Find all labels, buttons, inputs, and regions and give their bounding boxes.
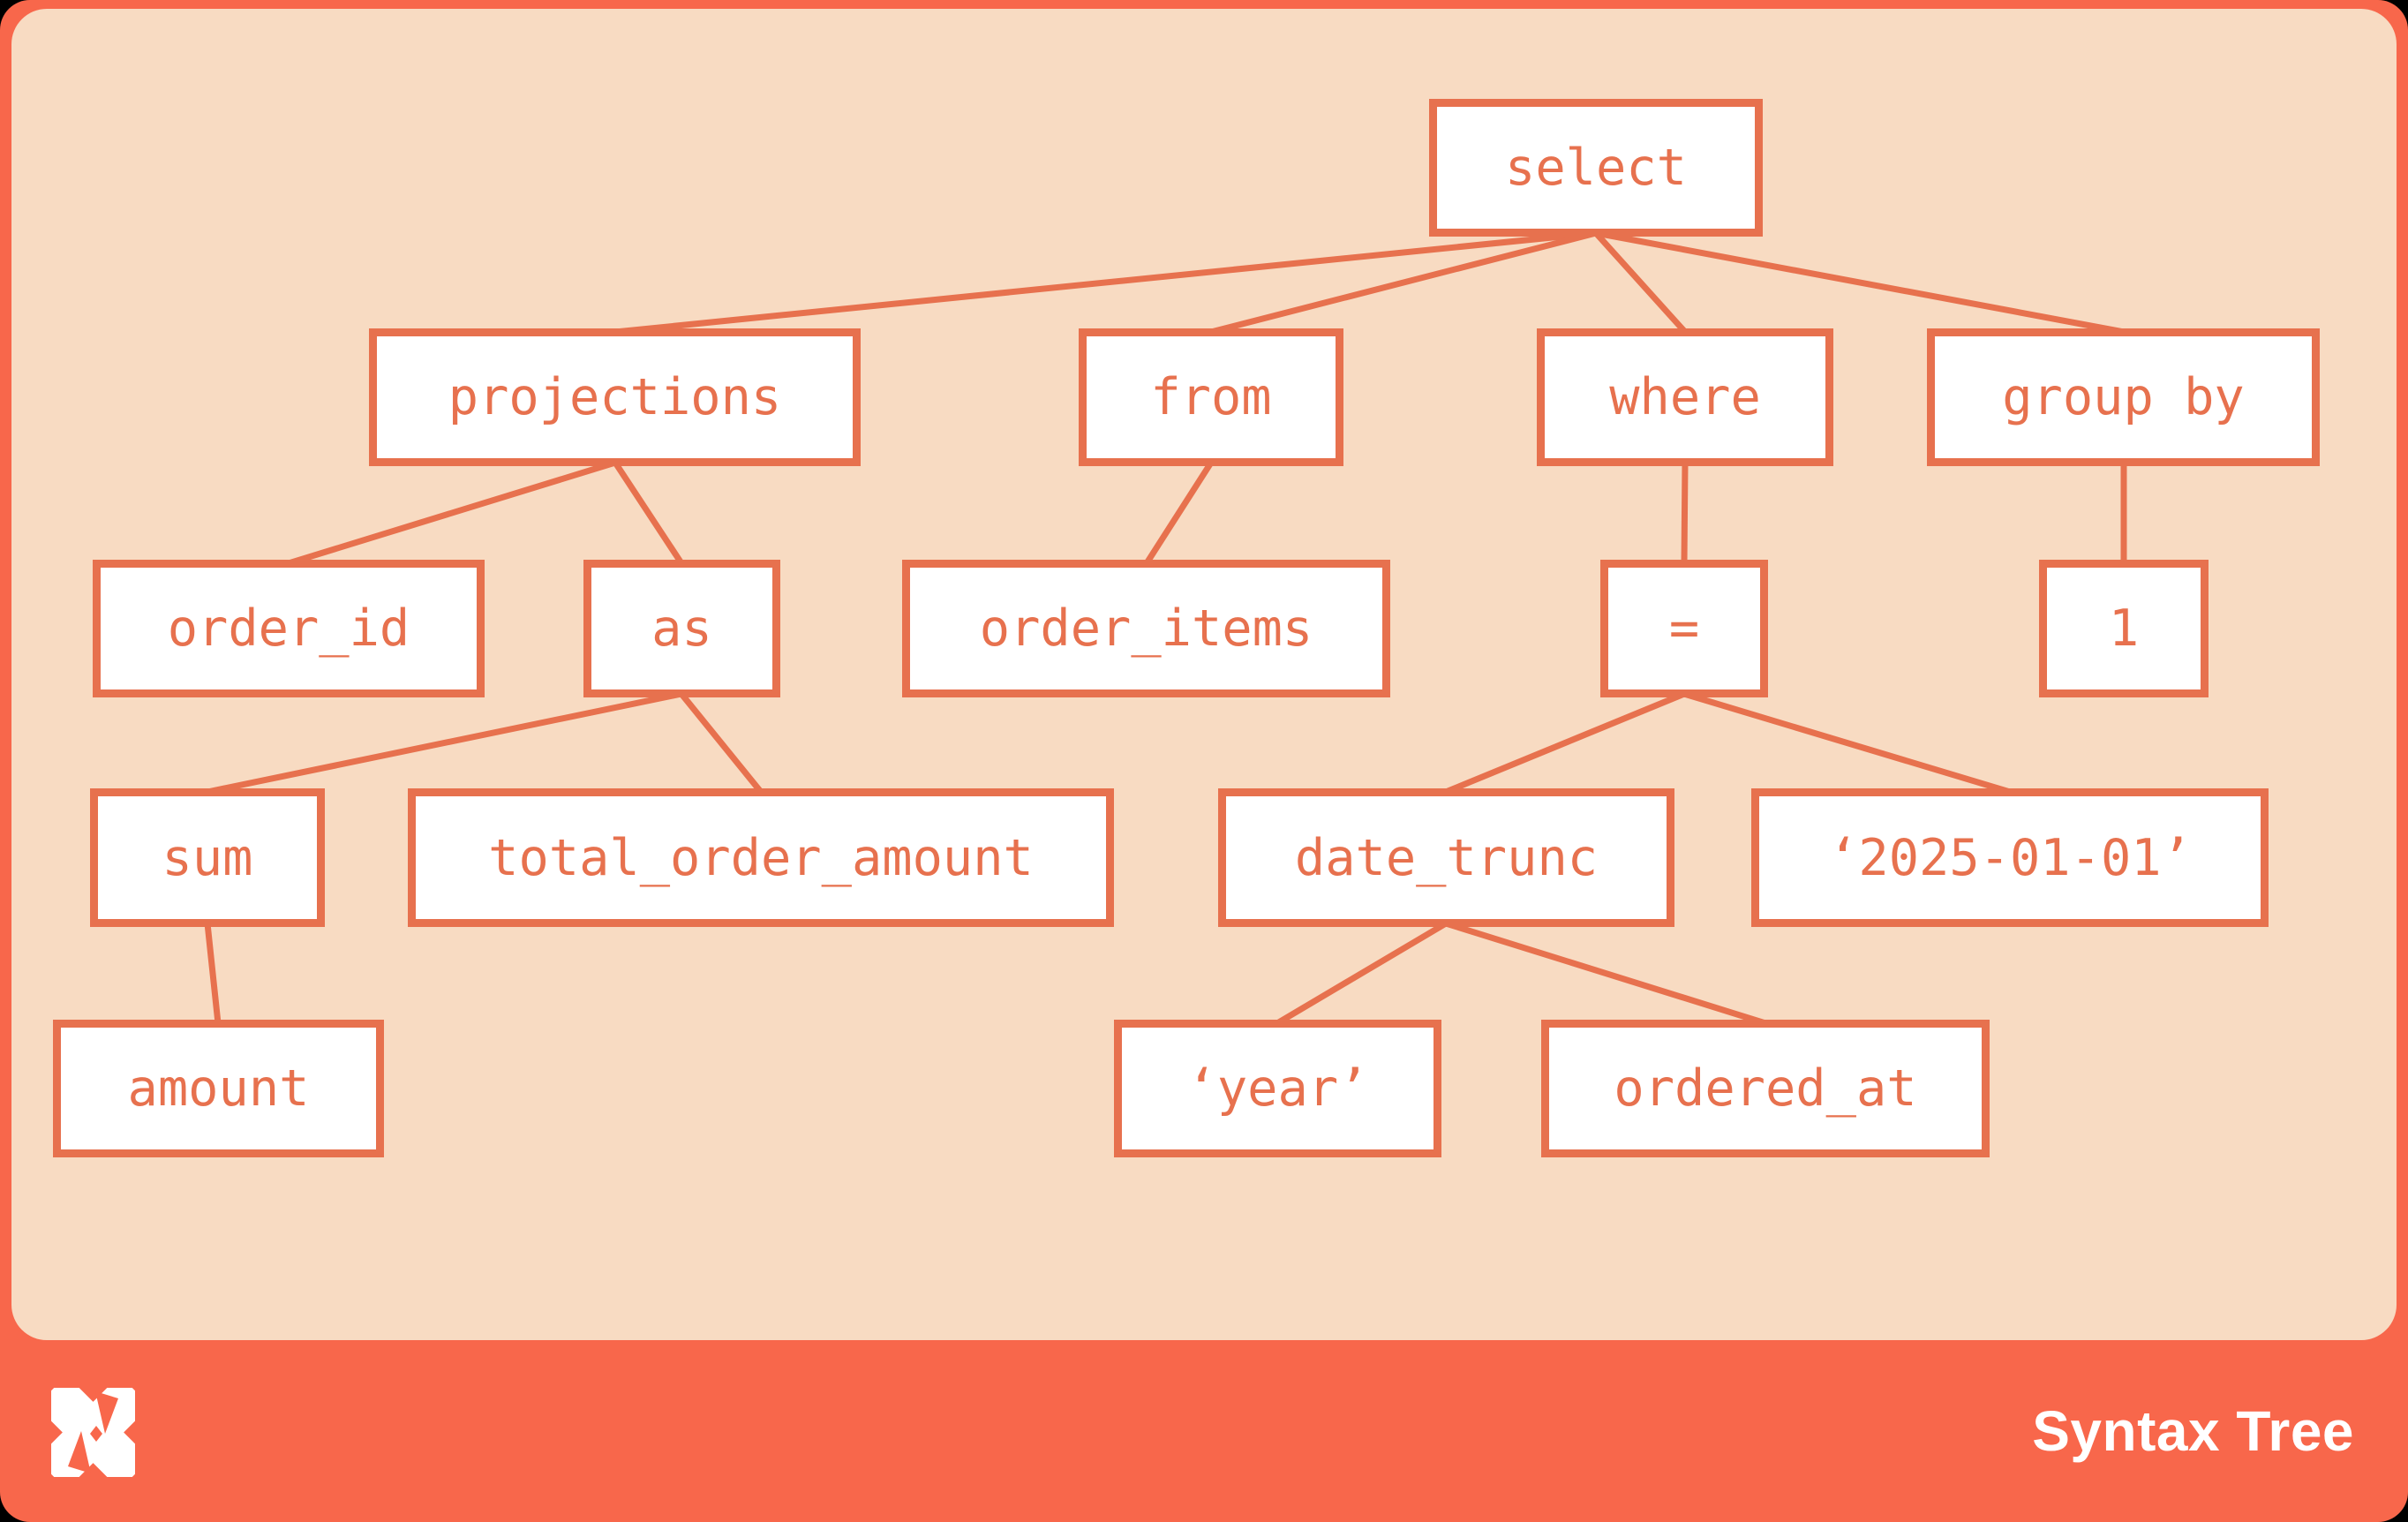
edge-select-from	[1210, 230, 1597, 335]
edge-eq-date-trunc	[1444, 690, 1686, 795]
node-as: as	[583, 560, 780, 697]
node-from: from	[1079, 328, 1343, 466]
edge-as-total-order-amount	[679, 691, 764, 795]
edge-select-where	[1593, 230, 1688, 335]
edge-from-order-items	[1144, 461, 1214, 565]
shuriken-x-logo-icon	[51, 1388, 135, 1477]
edge-sum-amount	[204, 923, 222, 1024]
node-date-literal: ‘2025-01-01’	[1751, 788, 2269, 927]
edge-where-eq	[1681, 462, 1689, 564]
node-ordered-at: ordered_at	[1541, 1020, 1990, 1157]
node-one: 1	[2039, 560, 2209, 697]
footer-bar: Syntax Tree	[0, 1340, 2408, 1522]
node-eq: =	[1600, 560, 1768, 697]
node-where: where	[1537, 328, 1833, 466]
node-select: select	[1429, 99, 1763, 237]
edge-select-group-by	[1595, 230, 2125, 335]
node-total-order-amount: total_order_amount	[408, 788, 1114, 927]
node-year-literal: ‘year’	[1114, 1020, 1441, 1157]
edge-date-trunc-year	[1275, 920, 1448, 1027]
node-sum: sum	[90, 788, 325, 927]
edge-date-trunc-ordered-at	[1444, 920, 1767, 1027]
edge-projections-order-id	[287, 459, 617, 567]
node-date-trunc: date_trunc	[1218, 788, 1674, 927]
node-group-by: group by	[1927, 328, 2320, 466]
node-projections: projections	[369, 328, 861, 466]
node-order-items: order_items	[902, 560, 1390, 697]
node-order-id: order_id	[93, 560, 485, 697]
edge-as-sum	[207, 690, 682, 795]
node-amount: amount	[53, 1020, 384, 1157]
edge-select-projections	[614, 230, 1597, 335]
edge-eq-date-literal	[1682, 690, 2012, 795]
edge-projections-as	[613, 461, 684, 565]
footer-title: Syntax Tree	[2032, 1399, 2354, 1463]
